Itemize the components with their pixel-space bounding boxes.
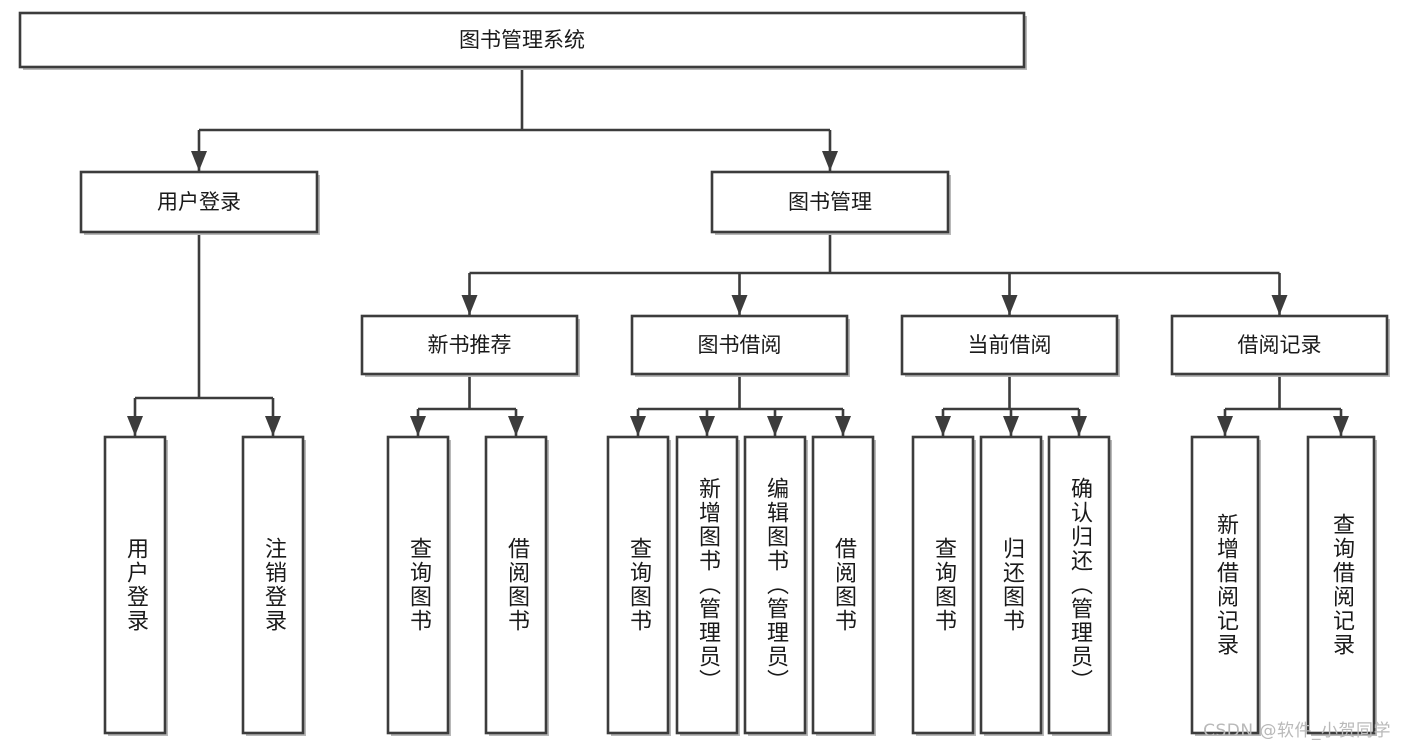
level2-node-0-label: 用户登录 [157,190,241,214]
arrow-2-to-leaf-0 [630,416,646,436]
arrow-1-to-leaf-1 [508,416,524,436]
arrow-2-to-leaf-2 [767,416,783,436]
arrow-to-level3-3 [1271,295,1288,315]
leaf-node-0[interactable] [103,435,167,735]
leaf-node-3[interactable] [484,435,548,735]
leaf-node-4[interactable] [606,435,670,735]
level3-node-0-label: 新书推荐 [428,333,512,357]
level3-node-3[interactable] [1170,314,1389,376]
arrow-to-level3-2 [1001,295,1018,315]
leaf-node-2[interactable] [386,435,450,735]
level2-node-1-label: 图书管理 [788,190,872,214]
arrow-0-to-leaf-1 [265,416,281,436]
level3-node-0[interactable] [360,314,579,376]
leaf-node-9[interactable] [979,435,1043,735]
leaf-node-12[interactable] [1306,435,1376,735]
leaf-node-6[interactable] [743,435,807,735]
arrow-3-to-leaf-0 [935,416,951,436]
arrow-2-to-leaf-3 [835,416,851,436]
watermark: CSDN @软件_小贺同学 [1203,721,1391,741]
arrow-3-to-leaf-1 [1003,416,1019,436]
root-node[interactable] [18,11,1026,69]
level2-node-1[interactable] [710,170,950,234]
leaf-node-8[interactable] [911,435,975,735]
arrow-0-to-leaf-0 [127,416,143,436]
leaf-node-10[interactable] [1047,435,1111,735]
arrow-to-level3-0 [461,295,478,315]
arrow-1-to-leaf-0 [410,416,426,436]
arrow-to-level3-1 [731,295,748,315]
arrow-to-level2-0 [191,151,207,171]
arrow-2-to-leaf-1 [699,416,715,436]
level3-node-2-label: 当前借阅 [968,333,1052,357]
level3-node-1-label: 图书借阅 [698,333,782,357]
leaf-node-5[interactable] [675,435,739,735]
arrow-to-level2-1 [822,151,838,171]
arrow-3-to-leaf-2 [1071,416,1087,436]
level3-node-3-label: 借阅记录 [1238,333,1322,357]
node-boxes [18,11,1390,736]
leaf-node-7[interactable] [811,435,875,735]
leaf-node-1[interactable] [241,435,305,735]
root-node-label: 图书管理系统 [459,28,585,52]
level2-node-0[interactable] [79,170,319,234]
connector-lines [127,67,1349,436]
arrow-4-to-leaf-0 [1217,416,1233,436]
arrow-4-to-leaf-1 [1333,416,1349,436]
level3-node-1[interactable] [630,314,849,376]
leaf-node-11[interactable] [1190,435,1260,735]
level3-node-2[interactable] [900,314,1119,376]
